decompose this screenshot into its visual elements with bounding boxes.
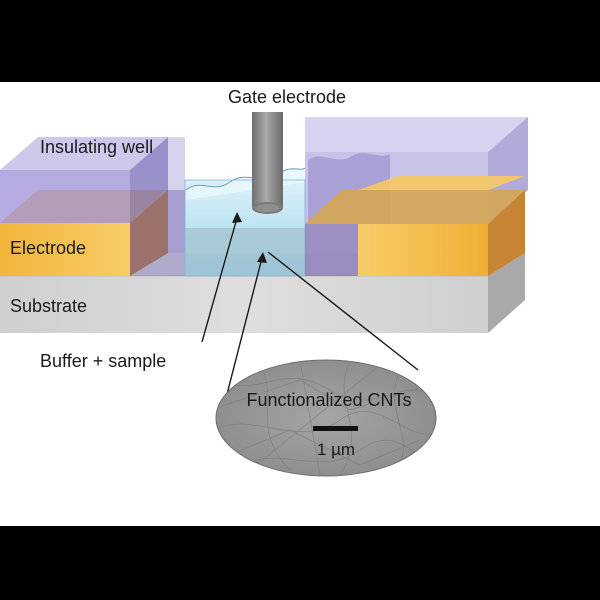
leader-lines — [201, 212, 419, 399]
gate-rod-icon — [252, 112, 283, 214]
micrograph-inset — [215, 359, 437, 477]
buffer-region — [184, 167, 306, 277]
electrode-label: Electrode — [10, 238, 86, 258]
gate-electrode-label: Gate electrode — [228, 87, 346, 107]
insulating-well-label: Insulating well — [40, 137, 153, 157]
left-insulating-well — [0, 137, 185, 276]
substrate-label: Substrate — [10, 296, 87, 316]
scale-bar-label: 1 µm — [317, 440, 355, 459]
functionalized-cnts-label: Functionalized CNTs — [246, 390, 411, 410]
right-electrode — [305, 176, 525, 276]
buffer-sample-label: Buffer + sample — [40, 351, 166, 371]
scale-bar — [313, 426, 358, 431]
